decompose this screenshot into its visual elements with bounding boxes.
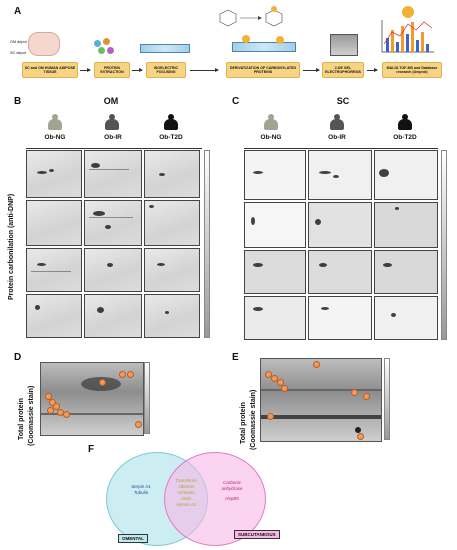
column-label-ob-t2d: Ob-T2D (159, 134, 183, 141)
mw-scale-gel-e (384, 358, 390, 440)
blot-sc-ob-t2d-1 (374, 150, 438, 200)
venn-item: Anexin A2 (175, 502, 197, 507)
blot-om-ob-ng-2 (26, 200, 82, 246)
panel-label-e: E (232, 352, 239, 363)
workflow-step-ief: ISOELECTRIC FOCUSING (146, 62, 186, 78)
blot-om-ob-ir-4 (84, 294, 142, 338)
blot-om-ob-t2d-2 (144, 200, 200, 246)
panel-label-d: D (14, 352, 22, 363)
blot-om-ob-t2d-1 (144, 150, 200, 198)
blot-om-ob-ir-2 (84, 200, 142, 246)
mw-scale-om (204, 150, 210, 338)
blot-sc-ob-ng-4 (244, 296, 306, 340)
venn-left-items: Serpin A1 Tubulin (124, 484, 158, 496)
blot-sc-ob-ir-1 (308, 150, 372, 200)
venn-item: HspB5 (225, 496, 239, 501)
venn-item: Vimentin (177, 490, 195, 495)
ph-gradient-arrow (244, 148, 438, 149)
om-depot-label: OM depot (10, 40, 27, 44)
blot-sc-ob-ir-3 (308, 250, 372, 294)
blot-sc-ob-ng-2 (244, 202, 306, 248)
venn-label-omental: OMENTAL (118, 534, 148, 543)
column-label-ob-t2d: Ob-T2D (393, 134, 417, 141)
blot-om-ob-ng-1 (26, 150, 82, 198)
group-label-sc: SC (336, 96, 350, 106)
blot-om-ob-t2d-3 (144, 248, 200, 292)
venn-item: Transferrin (175, 478, 197, 483)
coomassie-gel-om (40, 362, 144, 436)
person-icon-ob-t2d (398, 114, 412, 130)
group-label-om: OM (103, 96, 119, 106)
venn-item: Serpin A1 (131, 484, 151, 489)
workflow-arrow (80, 68, 91, 72)
workflow-step-tissue: SC and OM HUMAN ADIPOSE TISSUE (22, 62, 78, 78)
adipose-tissue-illustration (28, 32, 60, 56)
dnp-reagent-icon (242, 35, 250, 43)
venn-shared-items: Transferrin Albumin Vimentin Actin Anexi… (168, 478, 204, 508)
venn-label-subcutaneous: SUBCUTANEOUS (234, 530, 280, 539)
column-label-ob-ir: Ob-IR (328, 134, 346, 141)
venn-item: anhydrase (221, 486, 243, 491)
person-icon-ob-ng (264, 114, 278, 130)
person-icon-ob-ir (330, 114, 344, 130)
derivatization-strip-icon (232, 42, 296, 52)
workflow-step-2de: 2-DE GEL ELECTROPHORESIS (322, 62, 364, 78)
blot-om-ob-ir-3 (84, 248, 142, 292)
y-axis-label-total-protein: Total protein (240, 402, 247, 444)
panel-label-a: A (14, 6, 22, 17)
blot-om-ob-ng-3 (26, 248, 82, 292)
dnp-reagent-icon (276, 36, 284, 44)
person-icon-ob-ir (105, 114, 119, 130)
y-axis-label-carbonylation: Protein carbonilation (anti-DNP) (8, 193, 15, 300)
workflow-arrow (303, 68, 320, 72)
workflow-arrow (132, 68, 143, 72)
ief-strip-icon (140, 44, 190, 53)
person-icon-ob-t2d (164, 114, 178, 130)
panel-label-b: B (14, 96, 22, 107)
mw-scale-gel-d (144, 362, 150, 434)
person-icon-ob-ng (48, 114, 62, 130)
blot-sc-ob-t2d-2 (374, 202, 438, 248)
blot-om-ob-t2d-4 (144, 294, 200, 338)
chemical-reaction-scheme (200, 6, 290, 30)
panel-label-f: F (88, 444, 95, 455)
venn-item: Albumin (177, 484, 195, 489)
venn-item: Tubulin (133, 490, 149, 495)
workflow-arrow (367, 68, 378, 72)
column-label-ob-ng: Ob-NG (44, 134, 66, 141)
y-axis-label-total-protein: Total protein (18, 398, 25, 440)
maldi-spectrum-icon (378, 4, 438, 56)
y-axis-label-coomassie: (Coomassie stain) (250, 389, 257, 450)
blot-sc-ob-ir-4 (308, 296, 372, 340)
workflow-step-derivatization: DERIVATIZATION OF CARBONYLATED PROTEINS (226, 62, 300, 78)
workflow-arrow (190, 68, 219, 72)
column-label-ob-ng: Ob-NG (260, 134, 282, 141)
column-label-ob-ir: Ob-IR (104, 134, 122, 141)
mw-scale-sc (441, 150, 447, 340)
venn-right-items: Carbonic anhydrase HspB5 (214, 480, 250, 502)
blot-sc-ob-t2d-4 (374, 296, 438, 340)
blot-sc-ob-t2d-3 (374, 250, 438, 294)
2de-gel-icon (330, 34, 358, 56)
y-axis-label-coomassie: (Coomassie stain) (28, 385, 35, 446)
protein-extraction-icon (94, 38, 116, 56)
venn-item: Actin (180, 496, 191, 501)
panel-label-c: C (232, 96, 240, 107)
ph-gradient-arrow (26, 148, 202, 149)
coomassie-gel-sc (260, 358, 382, 442)
sc-depot-label: SC depot (10, 51, 26, 55)
blot-sc-ob-ng-1 (244, 150, 306, 200)
workflow-step-extraction: PROTEIN EXTRACTION (94, 62, 130, 78)
blot-sc-ob-ir-2 (308, 202, 372, 248)
workflow-step-maldi: MALDI-TOF-MS and Database research (Unip… (382, 62, 442, 78)
blot-sc-ob-ng-3 (244, 250, 306, 294)
blot-om-ob-ng-4 (26, 294, 82, 338)
blot-om-ob-ir-1 (84, 150, 142, 198)
venn-item: Carbonic (222, 480, 241, 485)
